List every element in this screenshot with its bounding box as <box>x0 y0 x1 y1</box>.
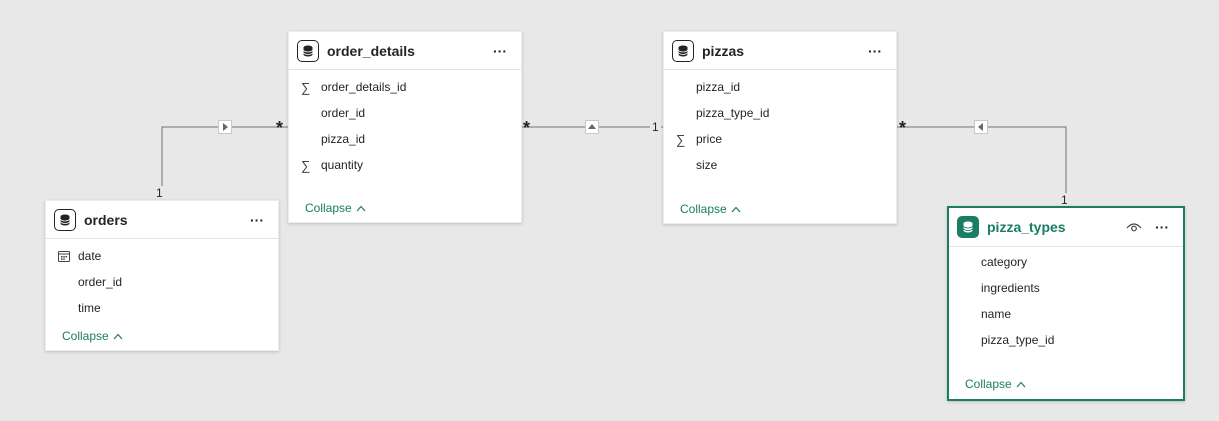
field-list: pizza_id pizza_type_id ∑ price size <box>664 70 896 178</box>
field-row-pizza-id[interactable]: pizza_id <box>289 126 521 152</box>
field-row-pizza-id[interactable]: pizza_id <box>664 74 896 100</box>
collapse-button[interactable]: Collapse <box>965 377 1026 391</box>
field-row-date[interactable]: date <box>46 243 278 269</box>
table-header-pizzas[interactable]: pizzas ··· <box>664 32 896 70</box>
field-row-order-id[interactable]: order_id <box>46 269 278 295</box>
field-name: price <box>696 132 723 146</box>
field-row-pizza-type-id[interactable]: pizza_type_id <box>949 327 1183 353</box>
collapse-label: Collapse <box>965 377 1012 391</box>
sigma-icon: ∑ <box>676 131 686 147</box>
sigma-icon: ∑ <box>301 79 311 95</box>
table-header-pizza-types[interactable]: pizza_types ··· <box>949 208 1183 247</box>
table-title: orders <box>84 211 128 228</box>
relationship-line-orders-order-details <box>161 126 290 186</box>
field-row-name[interactable]: name <box>949 301 1183 327</box>
collapse-label: Collapse <box>62 329 109 343</box>
chevron-up-icon <box>356 201 366 215</box>
field-list: ∑ order_details_id order_id pizza_id ∑ q… <box>289 70 521 178</box>
more-options-icon[interactable]: ··· <box>493 42 507 59</box>
field-row-ingredients[interactable]: ingredients <box>949 275 1183 301</box>
table-card-order-details[interactable]: order_details ··· ∑ order_details_id ord… <box>288 31 522 223</box>
cardinality-one-pizzas: 1 <box>650 120 661 134</box>
chevron-up-icon <box>1016 377 1026 391</box>
field-row-price[interactable]: ∑ price <box>664 126 896 152</box>
chevron-up-icon <box>731 202 741 216</box>
table-title: pizza_types <box>987 219 1066 235</box>
table-title: pizzas <box>702 42 745 59</box>
field-list: category ingredients name pizza_type_id <box>949 247 1183 353</box>
field-name: order_id <box>321 106 366 120</box>
table-header-orders[interactable]: orders ··· <box>46 201 278 239</box>
table-title: order_details <box>327 42 415 59</box>
cardinality-many-order-details-right: * <box>523 118 531 138</box>
field-name: quantity <box>321 158 364 172</box>
eye-icon[interactable] <box>1123 216 1145 238</box>
field-name: name <box>981 307 1012 321</box>
table-card-pizza-types[interactable]: pizza_types ··· category ingredients nam… <box>947 206 1185 401</box>
field-name: pizza_type_id <box>696 106 770 120</box>
more-options-icon[interactable]: ··· <box>1155 219 1169 235</box>
field-name: ingredients <box>981 281 1040 295</box>
table-icon <box>672 39 694 62</box>
field-name: category <box>981 255 1028 269</box>
filter-direction-up-icon[interactable] <box>585 120 599 134</box>
collapse-button[interactable]: Collapse <box>62 329 123 343</box>
table-card-orders[interactable]: orders ··· date order_id time Collapse <box>45 200 279 351</box>
field-row-quantity[interactable]: ∑ quantity <box>289 152 521 178</box>
field-name: size <box>696 158 718 172</box>
table-icon <box>54 208 76 231</box>
filter-direction-right-icon[interactable] <box>218 120 232 134</box>
field-name: time <box>78 301 101 315</box>
cardinality-many-pizzas-right: * <box>899 118 907 138</box>
collapse-label: Collapse <box>680 202 727 216</box>
chevron-up-icon <box>113 329 123 343</box>
field-row-order-id[interactable]: order_id <box>289 100 521 126</box>
field-name: pizza_id <box>321 132 366 146</box>
more-options-icon[interactable]: ··· <box>868 42 882 59</box>
field-list: date order_id time <box>46 239 278 321</box>
field-row-time[interactable]: time <box>46 295 278 321</box>
cardinality-one-orders: 1 <box>154 186 165 200</box>
collapse-button[interactable]: Collapse <box>680 202 741 216</box>
field-row-order-details-id[interactable]: ∑ order_details_id <box>289 74 521 100</box>
table-icon <box>297 39 319 62</box>
table-icon <box>957 216 979 238</box>
field-name: order_details_id <box>321 80 407 94</box>
field-name: date <box>78 249 102 263</box>
table-card-pizzas[interactable]: pizzas ··· pizza_id pizza_type_id ∑ pric… <box>663 31 897 224</box>
sigma-icon: ∑ <box>301 157 311 173</box>
field-name: pizza_type_id <box>981 333 1055 347</box>
field-name: pizza_id <box>696 80 741 94</box>
calendar-icon <box>58 250 78 262</box>
collapse-label: Collapse <box>305 201 352 215</box>
cardinality-one-pizza-types: 1 <box>1059 193 1070 207</box>
table-header-order-details[interactable]: order_details ··· <box>289 32 521 70</box>
more-options-icon[interactable]: ··· <box>250 211 264 228</box>
field-row-category[interactable]: category <box>949 249 1183 275</box>
field-name: order_id <box>78 275 123 289</box>
field-row-size[interactable]: size <box>664 152 896 178</box>
relationship-line-pizzas-pizza-types <box>897 126 1067 194</box>
cardinality-many-order-details-left: * <box>276 118 284 138</box>
field-row-pizza-type-id[interactable]: pizza_type_id <box>664 100 896 126</box>
collapse-button[interactable]: Collapse <box>305 201 366 215</box>
filter-direction-left-icon[interactable] <box>974 120 988 134</box>
